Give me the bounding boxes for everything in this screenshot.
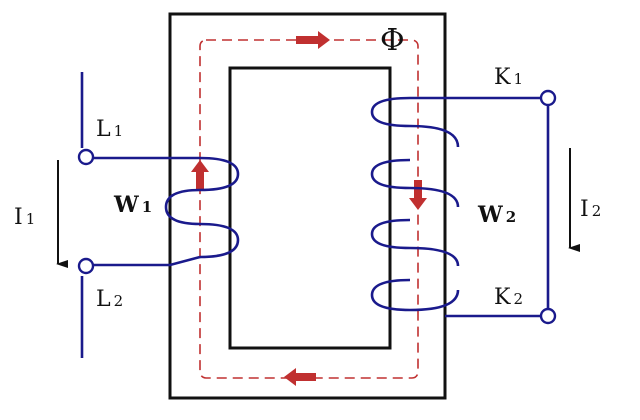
- terminal-l1: [77, 148, 95, 166]
- flux-path: [199, 39, 419, 379]
- flux-label: Φ: [380, 23, 405, 58]
- core-outer: [168, 12, 447, 400]
- terminal-l2: [77, 257, 95, 275]
- flux-arrow-top: [296, 31, 330, 49]
- primary-winding: [90, 156, 240, 267]
- terminal-k1: [539, 89, 557, 107]
- flux-arrow-left: [191, 160, 209, 190]
- core-window: [228, 66, 392, 350]
- terminal-k2: [539, 307, 557, 325]
- flux-arrow-bottom: [284, 368, 316, 386]
- secondary-winding: [370, 96, 544, 318]
- flux-arrow-right: [409, 180, 427, 210]
